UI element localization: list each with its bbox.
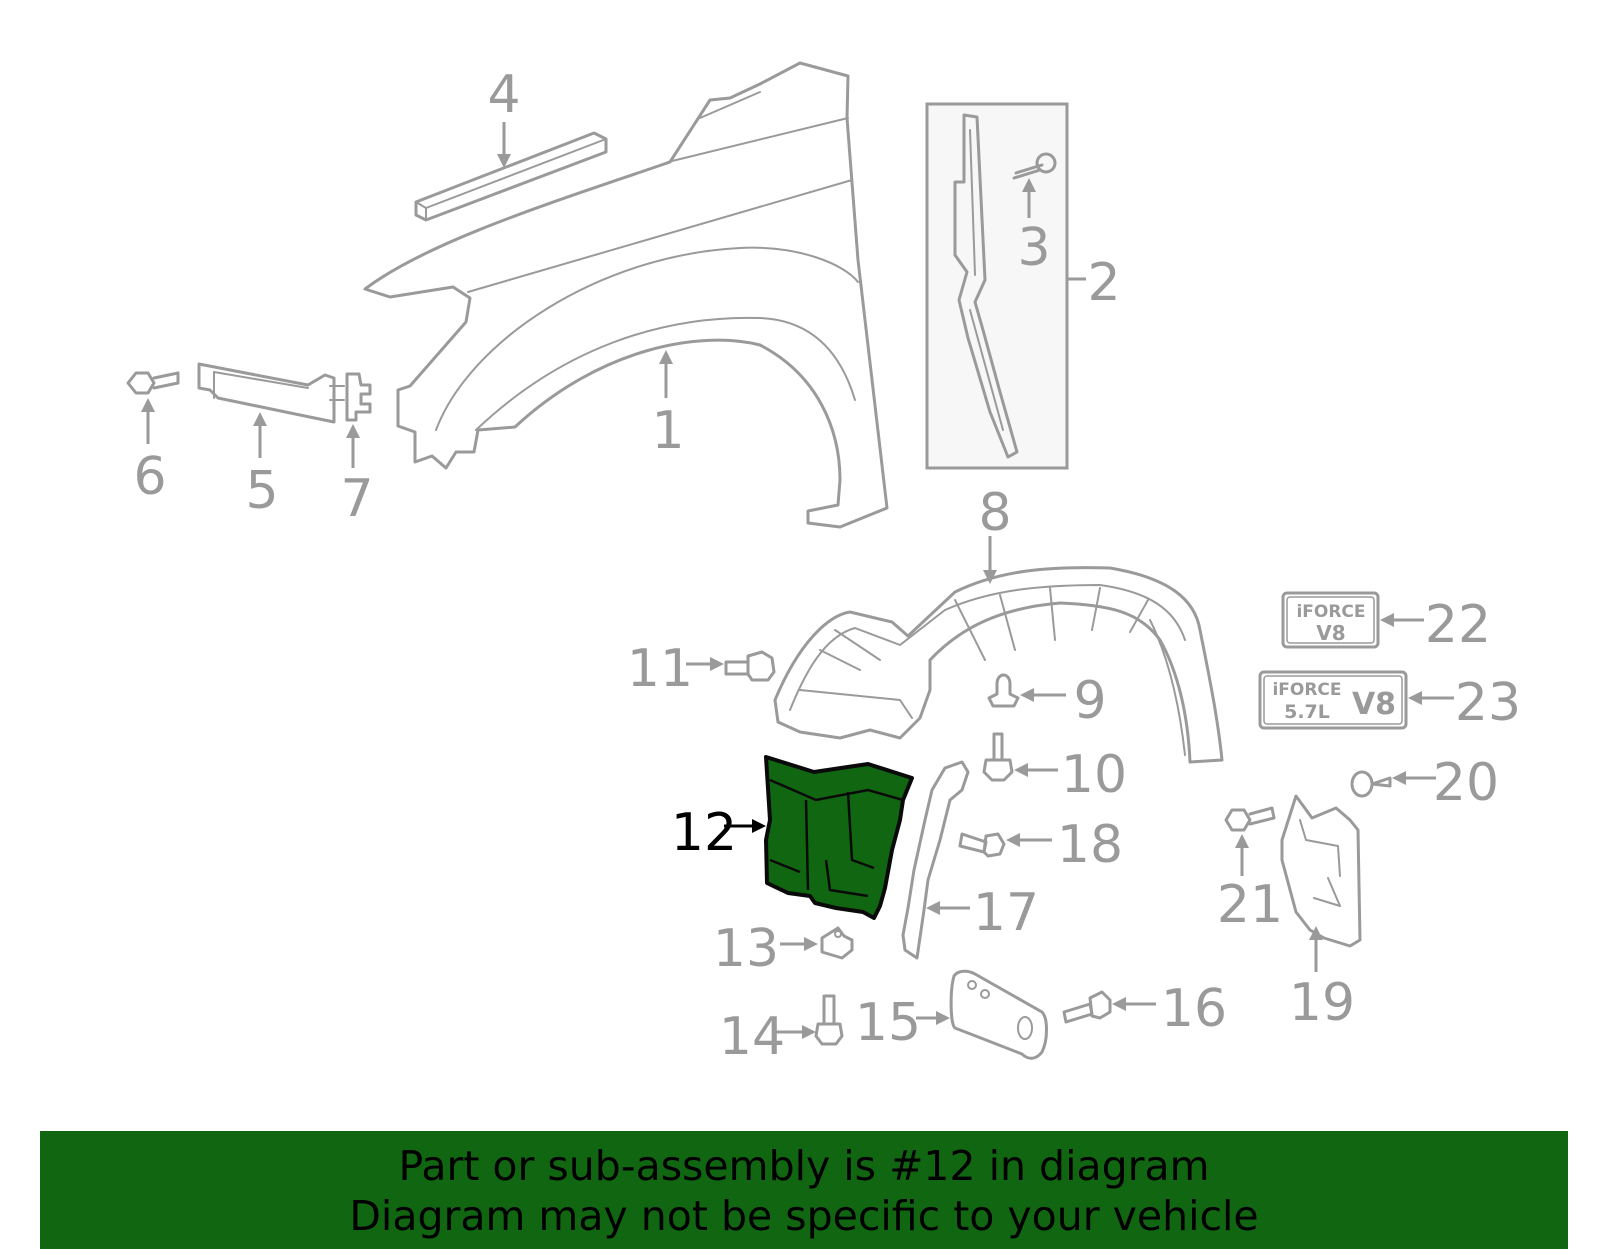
leader-lines xyxy=(141,122,1454,1039)
banner-line-2: Diagram may not be specific to your vehi… xyxy=(349,1192,1259,1240)
plate-part-15[interactable] xyxy=(949,969,1048,1060)
info-banner: Part or sub-assembly is #12 in diagram D… xyxy=(40,1131,1568,1249)
callout-1: 1 xyxy=(651,401,684,461)
clip-part-7[interactable] xyxy=(329,372,372,422)
callout-6: 6 xyxy=(133,447,166,507)
callout-3: 3 xyxy=(1017,218,1050,278)
emblem-23-side-text: V8 xyxy=(1352,687,1396,722)
callout-11: 11 xyxy=(627,639,693,699)
clip-part-20[interactable] xyxy=(1350,770,1392,798)
fender-part-1[interactable] xyxy=(363,61,889,529)
callout-22: 22 xyxy=(1425,595,1491,655)
liner-part-8[interactable] xyxy=(773,566,1224,764)
nut-part-13[interactable] xyxy=(820,926,854,960)
emblem-23-bottom-text: 5.7L xyxy=(1284,701,1330,723)
callout-13: 13 xyxy=(713,919,779,979)
callout-2: 2 xyxy=(1087,253,1120,313)
callout-23: 23 xyxy=(1455,673,1521,733)
bolt-part-21[interactable] xyxy=(1224,806,1276,832)
bolt-part-11[interactable] xyxy=(724,650,776,682)
clip-part-9[interactable] xyxy=(987,673,1020,708)
callout-8: 8 xyxy=(978,483,1011,543)
callout-19: 19 xyxy=(1289,973,1355,1033)
bracket-part-5[interactable] xyxy=(197,362,336,424)
clip-part-3[interactable] xyxy=(1012,152,1057,180)
callout-18: 18 xyxy=(1057,815,1123,875)
callout-10: 10 xyxy=(1061,745,1127,805)
callout-7: 7 xyxy=(340,469,373,529)
callout-20: 20 xyxy=(1433,753,1499,813)
bolt-part-14[interactable] xyxy=(814,994,844,1046)
bolt-part-18[interactable] xyxy=(958,832,1006,858)
callout-17: 17 xyxy=(973,883,1039,943)
callout-15: 15 xyxy=(855,993,921,1053)
bolt-part-6[interactable] xyxy=(126,371,180,395)
emblem-22-bottom-text: V8 xyxy=(1316,621,1345,645)
molding-part-4[interactable] xyxy=(414,131,608,222)
mud-flap-part-19[interactable] xyxy=(1280,794,1362,948)
banner-line-1: Part or sub-assembly is #12 in diagram xyxy=(398,1142,1210,1190)
bolt-part-10[interactable] xyxy=(982,732,1014,782)
seal-part-2[interactable] xyxy=(925,102,1069,470)
callout-4: 4 xyxy=(487,65,520,125)
mud-guard-part-12[interactable] xyxy=(764,755,914,920)
callout-16: 16 xyxy=(1161,979,1227,1039)
emblem-part-23[interactable]: iFORCE 5.7L V8 xyxy=(1258,670,1408,730)
emblem-23-top-text: iFORCE xyxy=(1272,680,1341,700)
bolt-part-16[interactable] xyxy=(1062,990,1112,1024)
callout-21: 21 xyxy=(1217,875,1283,935)
strip-part-17[interactable] xyxy=(901,760,970,960)
callout-14: 14 xyxy=(719,1007,785,1067)
emblem-22-top-text: iFORCE xyxy=(1296,602,1365,622)
callout-9: 9 xyxy=(1073,671,1106,731)
callout-12: 12 xyxy=(671,803,737,863)
callout-5: 5 xyxy=(245,461,278,521)
emblem-part-22[interactable]: iFORCE V8 xyxy=(1281,591,1380,649)
